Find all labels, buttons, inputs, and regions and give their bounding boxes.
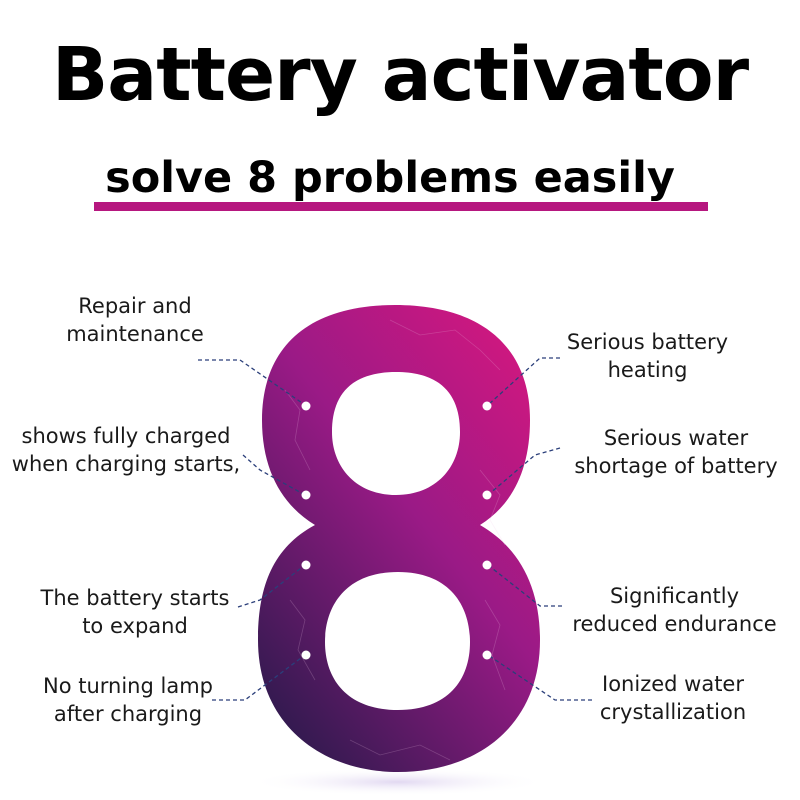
digit-eight-shape bbox=[258, 305, 540, 772]
anchor-dot bbox=[301, 401, 311, 411]
network-pattern bbox=[284, 319, 506, 761]
anchor-dot bbox=[482, 401, 492, 411]
problem-label-left-1: Repair and maintenance bbox=[66, 294, 204, 346]
anchor-dots bbox=[301, 401, 492, 660]
subtitle: solve 8 problems easily bbox=[105, 153, 675, 203]
problem-label-right-3: Significantly reduced endurance bbox=[572, 584, 777, 636]
anchor-dot bbox=[482, 490, 492, 500]
anchor-dot bbox=[301, 560, 311, 570]
problem-label-left-4: No turning lamp after charging bbox=[43, 674, 213, 726]
subtitle-underline bbox=[94, 202, 708, 211]
anchor-dot bbox=[482, 650, 492, 660]
digit-shadow bbox=[248, 768, 548, 796]
anchor-dot bbox=[301, 490, 311, 500]
problem-label-left-3: The battery starts to expand bbox=[40, 586, 230, 638]
anchor-dot bbox=[482, 560, 492, 570]
page-title: Battery activator bbox=[51, 32, 749, 118]
leader-lines bbox=[198, 357, 592, 701]
problem-label-left-2: shows fully charged when charging starts… bbox=[11, 424, 241, 476]
anchor-dot bbox=[301, 650, 311, 660]
problem-label-right-2: Serious water shortage of battery bbox=[574, 426, 778, 478]
problem-label-right-1: Serious battery heating bbox=[566, 330, 729, 382]
problem-label-right-4: Ionized water crystallization bbox=[599, 672, 747, 724]
